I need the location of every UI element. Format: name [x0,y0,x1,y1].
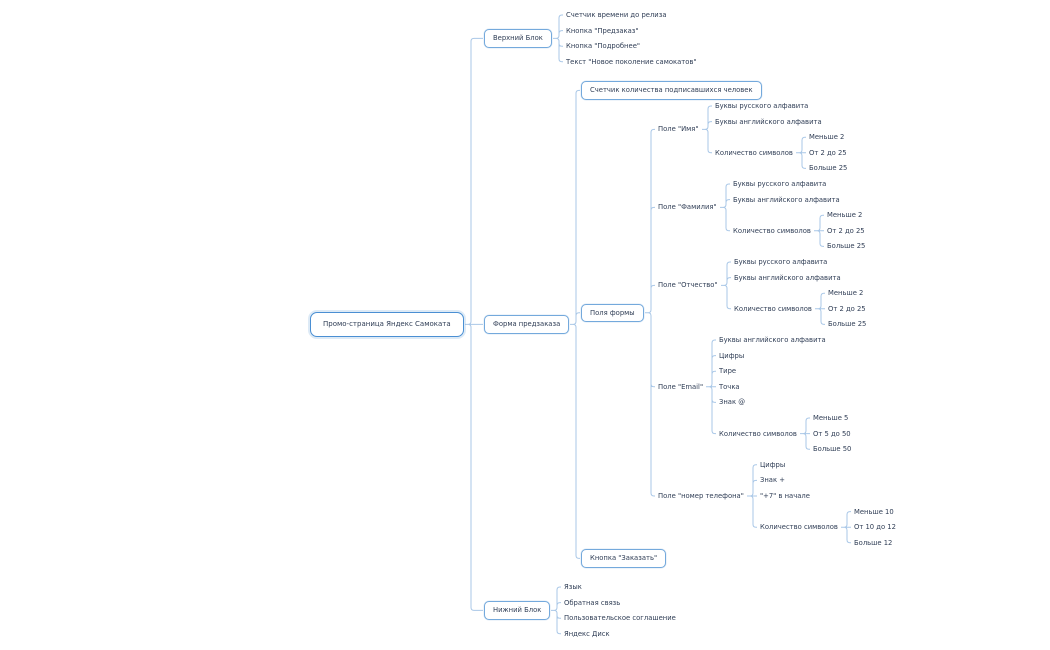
node-user-agreement[interactable]: Пользовательское соглашение [564,614,676,623]
node-less-than-2[interactable]: Меньше 2 [809,133,845,142]
node-name-field[interactable]: Поле "Имя" [658,125,699,134]
node-english-letters[interactable]: Буквы английского алфавита [719,336,826,344]
node-more-than-25[interactable]: Больше 25 [828,320,867,329]
node-from-2-to-25[interactable]: От 2 до 25 [827,226,865,235]
node-english-letters[interactable]: Буквы английского алфавита [733,195,840,204]
node-english-letters[interactable]: Буквы английского алфавита [734,273,841,282]
node-more-than-12[interactable]: Больше 12 [854,538,893,547]
node-patronymic-field[interactable]: Поле "Отчество" [658,281,718,290]
node-char-count[interactable]: Количество символов [734,304,812,313]
node-char-count[interactable]: Количество символов [719,429,797,438]
node-from-2-to-25[interactable]: От 2 до 25 [809,148,847,157]
node-from-5-to-50[interactable]: От 5 до 50 [813,429,851,438]
node-order-button[interactable]: Кнопка "Заказать" [581,549,667,568]
node-char-count[interactable]: Количество символов [760,523,838,532]
node-plus7-prefix[interactable]: "+7" в начале [760,492,810,500]
node-bottom-block[interactable]: Нижний Блок [484,601,551,620]
node-preorder-form[interactable]: Форма предзаказа [484,315,570,334]
node-more-than-25[interactable]: Больше 25 [827,242,866,251]
node-feedback[interactable]: Обратная связь [564,598,621,607]
node-less-than-2[interactable]: Меньше 2 [827,211,863,220]
node-plus-sign[interactable]: Знак + [760,476,785,485]
node-preorder-button[interactable]: Кнопка "Предзаказ" [566,26,639,35]
node-release-countdown[interactable]: Счетчик времени до релиза [566,11,667,19]
node-form-fields[interactable]: Поля формы [581,303,644,323]
node-promo-page-root[interactable]: Промо-страница Яндекс Самоката [310,311,464,337]
node-language[interactable]: Язык [564,583,582,591]
node-more-than-50[interactable]: Больше 50 [813,445,852,454]
node-from-10-to-12[interactable]: От 10 до 12 [854,523,896,532]
node-digits[interactable]: Цифры [719,351,745,360]
node-more-than-25[interactable]: Больше 25 [809,164,848,173]
node-english-letters[interactable]: Буквы английского алфавита [715,117,822,126]
node-yandex-disk[interactable]: Яндекс Диск [564,629,610,638]
node-new-generation-text[interactable]: Текст "Новое поколение самокатов" [566,57,697,66]
node-russian-letters[interactable]: Буквы русского алфавита [733,180,827,188]
node-russian-letters[interactable]: Буквы русского алфавита [734,258,828,266]
node-phone-field[interactable]: Поле "номер телефона" [658,492,744,500]
node-at-sign[interactable]: Знак @ [719,398,746,407]
node-digits[interactable]: Цифры [760,460,786,469]
node-char-count[interactable]: Количество символов [733,226,811,235]
node-surname-field[interactable]: Поле "Фамилия" [658,203,717,212]
node-less-than-2[interactable]: Меньше 2 [828,289,864,298]
node-less-than-10[interactable]: Меньше 10 [854,507,894,516]
node-from-2-to-25[interactable]: От 2 до 25 [828,304,866,313]
node-email-field[interactable]: Поле "Email" [658,382,704,391]
node-top-block[interactable]: Верхний Блок [484,29,552,48]
node-char-count[interactable]: Количество символов [715,148,793,157]
node-russian-letters[interactable]: Буквы русского алфавита [715,102,809,110]
node-less-than-5[interactable]: Меньше 5 [813,414,849,422]
node-details-button[interactable]: Кнопка "Подробнее" [566,42,640,51]
node-dash[interactable]: Тире [719,367,737,376]
node-subscribers-counter[interactable]: Счетчик количества подписавшихся человек [581,81,762,100]
node-dot[interactable]: Точка [719,382,740,391]
